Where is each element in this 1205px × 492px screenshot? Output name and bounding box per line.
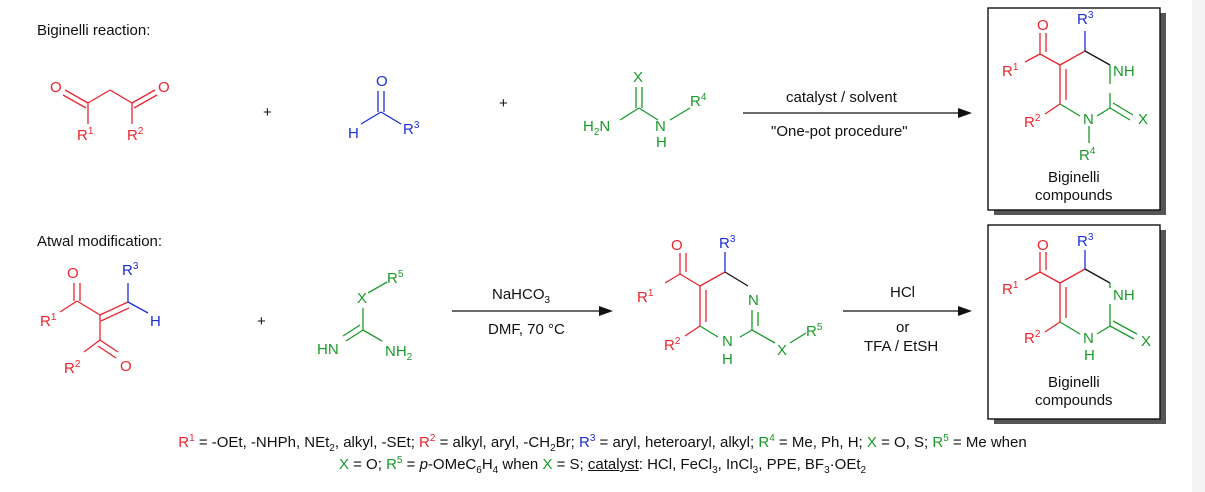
page-edge-strip	[1192, 0, 1205, 492]
atom-r3: R3	[122, 261, 139, 279]
atom-n: N	[655, 118, 666, 135]
plus-sign: +	[263, 104, 272, 121]
atom-r5: R5	[387, 269, 404, 287]
condition-one-pot: "One-pot procedure"	[771, 123, 908, 140]
biginelli-arrow: catalyst / solvent "One-pot procedure"	[743, 89, 972, 140]
atom-r3: R3	[403, 120, 420, 138]
knoevenagel-adduct-structure: O R1 R3 H R2 O	[40, 261, 161, 377]
atom-o: O	[50, 79, 62, 96]
atom-n: N	[748, 292, 759, 309]
atom-hn: HN	[317, 341, 339, 358]
atwal-arrow-1: NaHCO3 DMF, 70 °C	[452, 286, 613, 338]
condition-nahco3: NaHCO3	[492, 286, 551, 306]
product-label-line1: Biginelli	[1048, 374, 1100, 391]
atom-r1: R1	[637, 288, 654, 306]
atom-r2: R2	[664, 336, 681, 354]
atom-r1: R1	[77, 126, 94, 144]
condition-dmf: DMF, 70 °C	[488, 321, 565, 338]
atom-x: X	[1138, 111, 1148, 128]
atom-r3: R3	[719, 234, 736, 252]
aldehyde-structure: O H R3	[348, 73, 420, 142]
atom-h: H	[348, 125, 359, 142]
atom-nh: NH	[1113, 63, 1135, 80]
atom-o: O	[67, 265, 79, 282]
product-label-line1: Biginelli	[1048, 169, 1100, 186]
atom-h: H	[722, 351, 733, 368]
intermediate-structure: O R3 R1 N R2 N H X R5	[637, 234, 823, 368]
atom-x: X	[1141, 333, 1151, 350]
atom-o: O	[1037, 237, 1049, 254]
atwal-product-box: O R3 R1 NH R2 N H X Biginelli compounds	[987, 224, 1166, 424]
product-label-line2: compounds	[1035, 392, 1113, 409]
plus-sign: +	[257, 313, 266, 330]
atom-n: N	[1083, 111, 1094, 128]
condition-tfa: TFA / EtSH	[864, 338, 938, 355]
dicarbonyl-structure: O O R1 R2	[50, 79, 170, 144]
atom-r2: R2	[127, 126, 144, 144]
atom-h: H	[656, 134, 667, 151]
atom-r5: R5	[806, 322, 823, 340]
condition-or: or	[896, 319, 909, 336]
atom-r2: R2	[64, 359, 81, 377]
atom-o: O	[376, 73, 388, 90]
atom-nh2: H2N	[583, 118, 610, 138]
footnote-line-2: X = O; R5 = p-OMeC6H4 when X = S; cataly…	[338, 455, 867, 476]
atom-x: X	[777, 342, 787, 359]
atwal-arrow-2: HCl or TFA / EtSH	[843, 284, 972, 355]
atom-n: N	[722, 333, 733, 350]
atwal-title: Atwal modification:	[37, 233, 162, 250]
atom-r4: R4	[690, 92, 707, 110]
footnote-line-1: R1 = -OEt, -NHPh, NEt2, alkyl, -SEt; R2 …	[178, 433, 1027, 454]
atom-o: O	[158, 79, 170, 96]
atom-nh: NH	[1113, 287, 1135, 304]
biginelli-title: Biginelli reaction:	[37, 22, 150, 39]
condition-hcl: HCl	[890, 284, 915, 301]
atom-r1: R1	[40, 312, 57, 330]
urea-structure: X H2N N H R4	[583, 69, 707, 151]
atom-o: O	[120, 358, 132, 375]
product-label-line2: compounds	[1035, 187, 1113, 204]
isourea-structure: X R5 HN NH2	[317, 269, 413, 363]
atom-o: O	[671, 237, 683, 254]
atom-nh2: NH2	[385, 343, 413, 363]
atom-n: N	[1083, 330, 1094, 347]
atom-h: H	[150, 313, 161, 330]
atom-x: X	[633, 69, 643, 86]
plus-sign: +	[499, 95, 508, 112]
condition-catalyst-solvent: catalyst / solvent	[786, 89, 898, 106]
atom-x: X	[357, 290, 367, 307]
atom-o: O	[1037, 17, 1049, 34]
biginelli-product-box: O R3 R1 NH R2 N X R4 Biginelli compounds	[987, 7, 1166, 215]
atom-h: H	[1084, 347, 1095, 364]
